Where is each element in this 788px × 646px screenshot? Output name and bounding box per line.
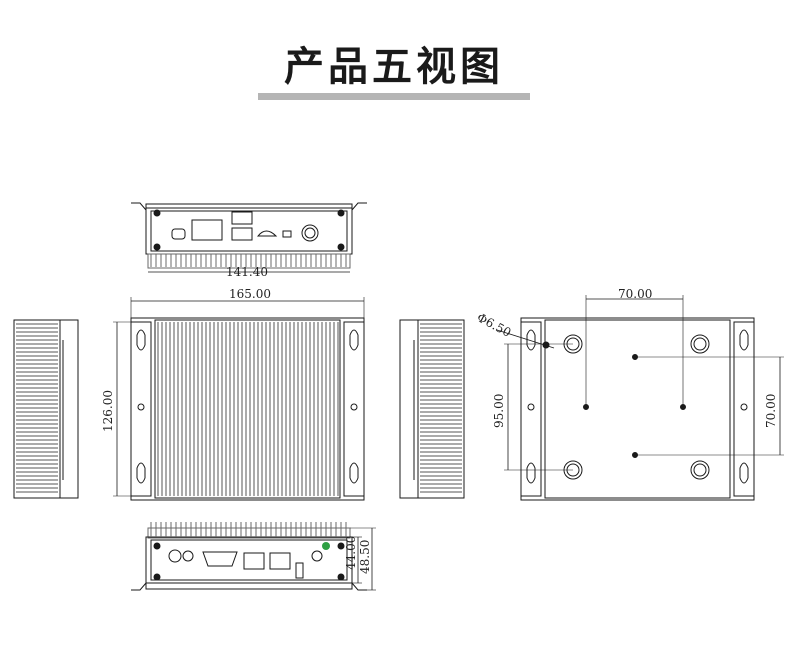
dim-hole-spacing-x: 70.00 [618,287,652,301]
bottom-view [496,295,784,501]
mount-slot [349,329,359,351]
top-view [131,202,367,269]
screw-icon [740,403,748,411]
left-side-fins [16,323,58,493]
lan-port [243,552,265,570]
rubber-foot [690,460,710,480]
usb-c-port [171,228,186,240]
antenna-port [168,549,182,563]
page-title: 产品五视图 [284,44,504,90]
screw-icon [153,573,161,581]
screw-icon [337,243,345,251]
usb-port [231,211,253,225]
mount-slot [349,462,359,484]
rubber-foot [690,334,710,354]
sim-slot [256,230,278,237]
mount-slot [526,462,536,484]
status-led-icon [322,542,330,550]
screw-icon [337,542,345,550]
rear-view-fins [150,522,347,537]
audio-port [182,550,194,562]
front-view-fins [157,322,339,496]
left-side-view [13,319,79,499]
screw-icon [350,403,358,411]
right-side-view [399,319,465,499]
screw-icon [337,209,345,217]
led [282,230,292,238]
screw-icon [153,209,161,217]
mount-slot [136,462,146,484]
screw-icon [137,403,145,411]
dim-rear-outer: 48.50 [358,540,372,574]
screw-icon [337,573,345,581]
screw-icon [153,542,161,550]
rear-view [131,527,376,591]
mount-slot [526,329,536,351]
title-underline [258,93,530,100]
mount-slot [136,329,146,351]
usb-port [231,227,253,241]
lan-port [269,552,291,570]
dim-rear-inner: 44.00 [344,536,358,570]
mount-slot [739,462,749,484]
dim-front-height: 126.00 [101,390,115,432]
dim-front-width: 165.00 [229,287,271,301]
power-button [301,224,319,242]
screw-icon [153,243,161,251]
right-side-fins [420,323,462,493]
hdmi-port [191,219,223,241]
dc-in-port [311,550,323,562]
top-view-fins [150,254,347,267]
usb-port [295,562,304,579]
dim-hole-diameter: Φ6.50 [475,310,514,340]
front-view [113,297,365,501]
mount-slot [739,329,749,351]
screw-icon [527,403,535,411]
dim-mount-spacing-right: 70.00 [764,394,778,428]
com-port [202,551,238,567]
dim-hole-spacing-y: 95.00 [492,394,506,428]
